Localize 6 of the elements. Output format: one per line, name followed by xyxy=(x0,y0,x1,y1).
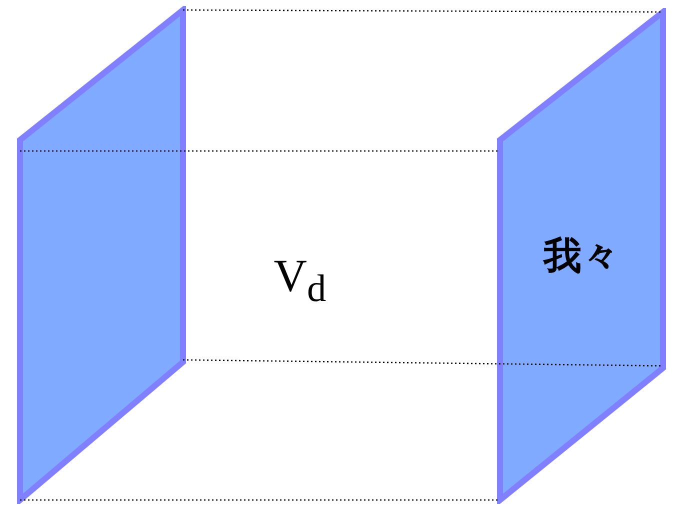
plane-label: 我々 xyxy=(544,232,620,280)
dotted-line xyxy=(20,499,500,501)
voltage-label: V$_{d}$ xyxy=(274,248,326,312)
dotted-line xyxy=(20,150,500,152)
dotted-line xyxy=(183,359,663,367)
dotted-line xyxy=(183,9,663,13)
